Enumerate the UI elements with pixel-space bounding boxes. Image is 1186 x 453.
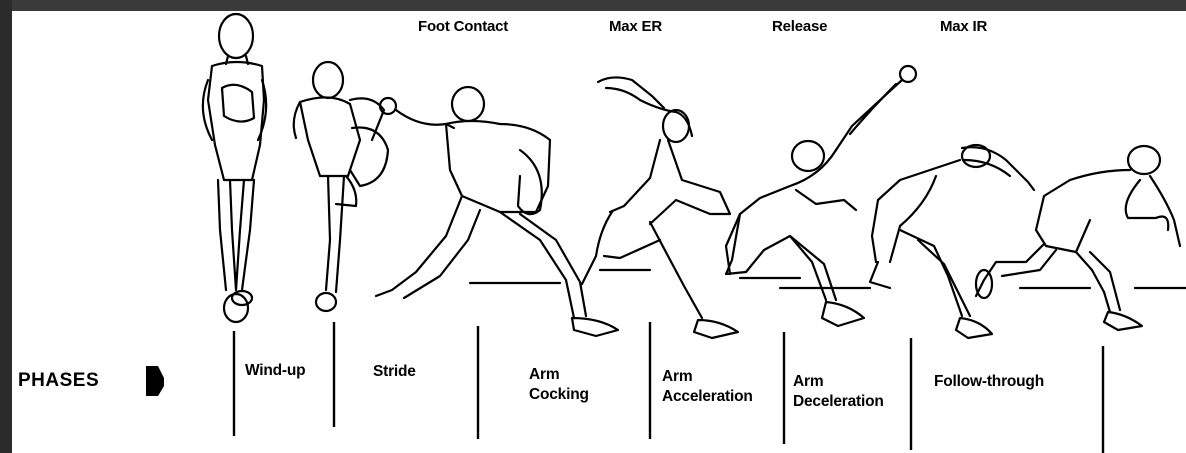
- pitcher-max-er-icon: [582, 77, 738, 338]
- pitcher-stride-icon: [376, 87, 618, 336]
- phase-stride: Stride: [373, 362, 416, 382]
- phases-title: PHASES: [18, 370, 99, 392]
- pitcher-leg-lift-icon: [294, 62, 388, 311]
- phase-wind-up: Wind-up: [245, 361, 305, 381]
- phase-follow-through: Follow-through: [934, 372, 1044, 392]
- event-foot-contact: Foot Contact: [418, 18, 508, 35]
- phase-arm-cocking: Arm Cocking: [529, 365, 589, 405]
- event-max-ir: Max IR: [940, 18, 987, 35]
- phase-arm-deceleration: Arm Deceleration: [793, 372, 884, 412]
- event-release: Release: [772, 18, 827, 35]
- phases-arrow-icon: [146, 366, 164, 396]
- event-max-er: Max ER: [609, 18, 662, 35]
- pitcher-max-ir-icon: [870, 145, 1034, 338]
- pitcher-standing-icon: [203, 14, 266, 322]
- phase-arm-acceleration: Arm Acceleration: [662, 367, 753, 407]
